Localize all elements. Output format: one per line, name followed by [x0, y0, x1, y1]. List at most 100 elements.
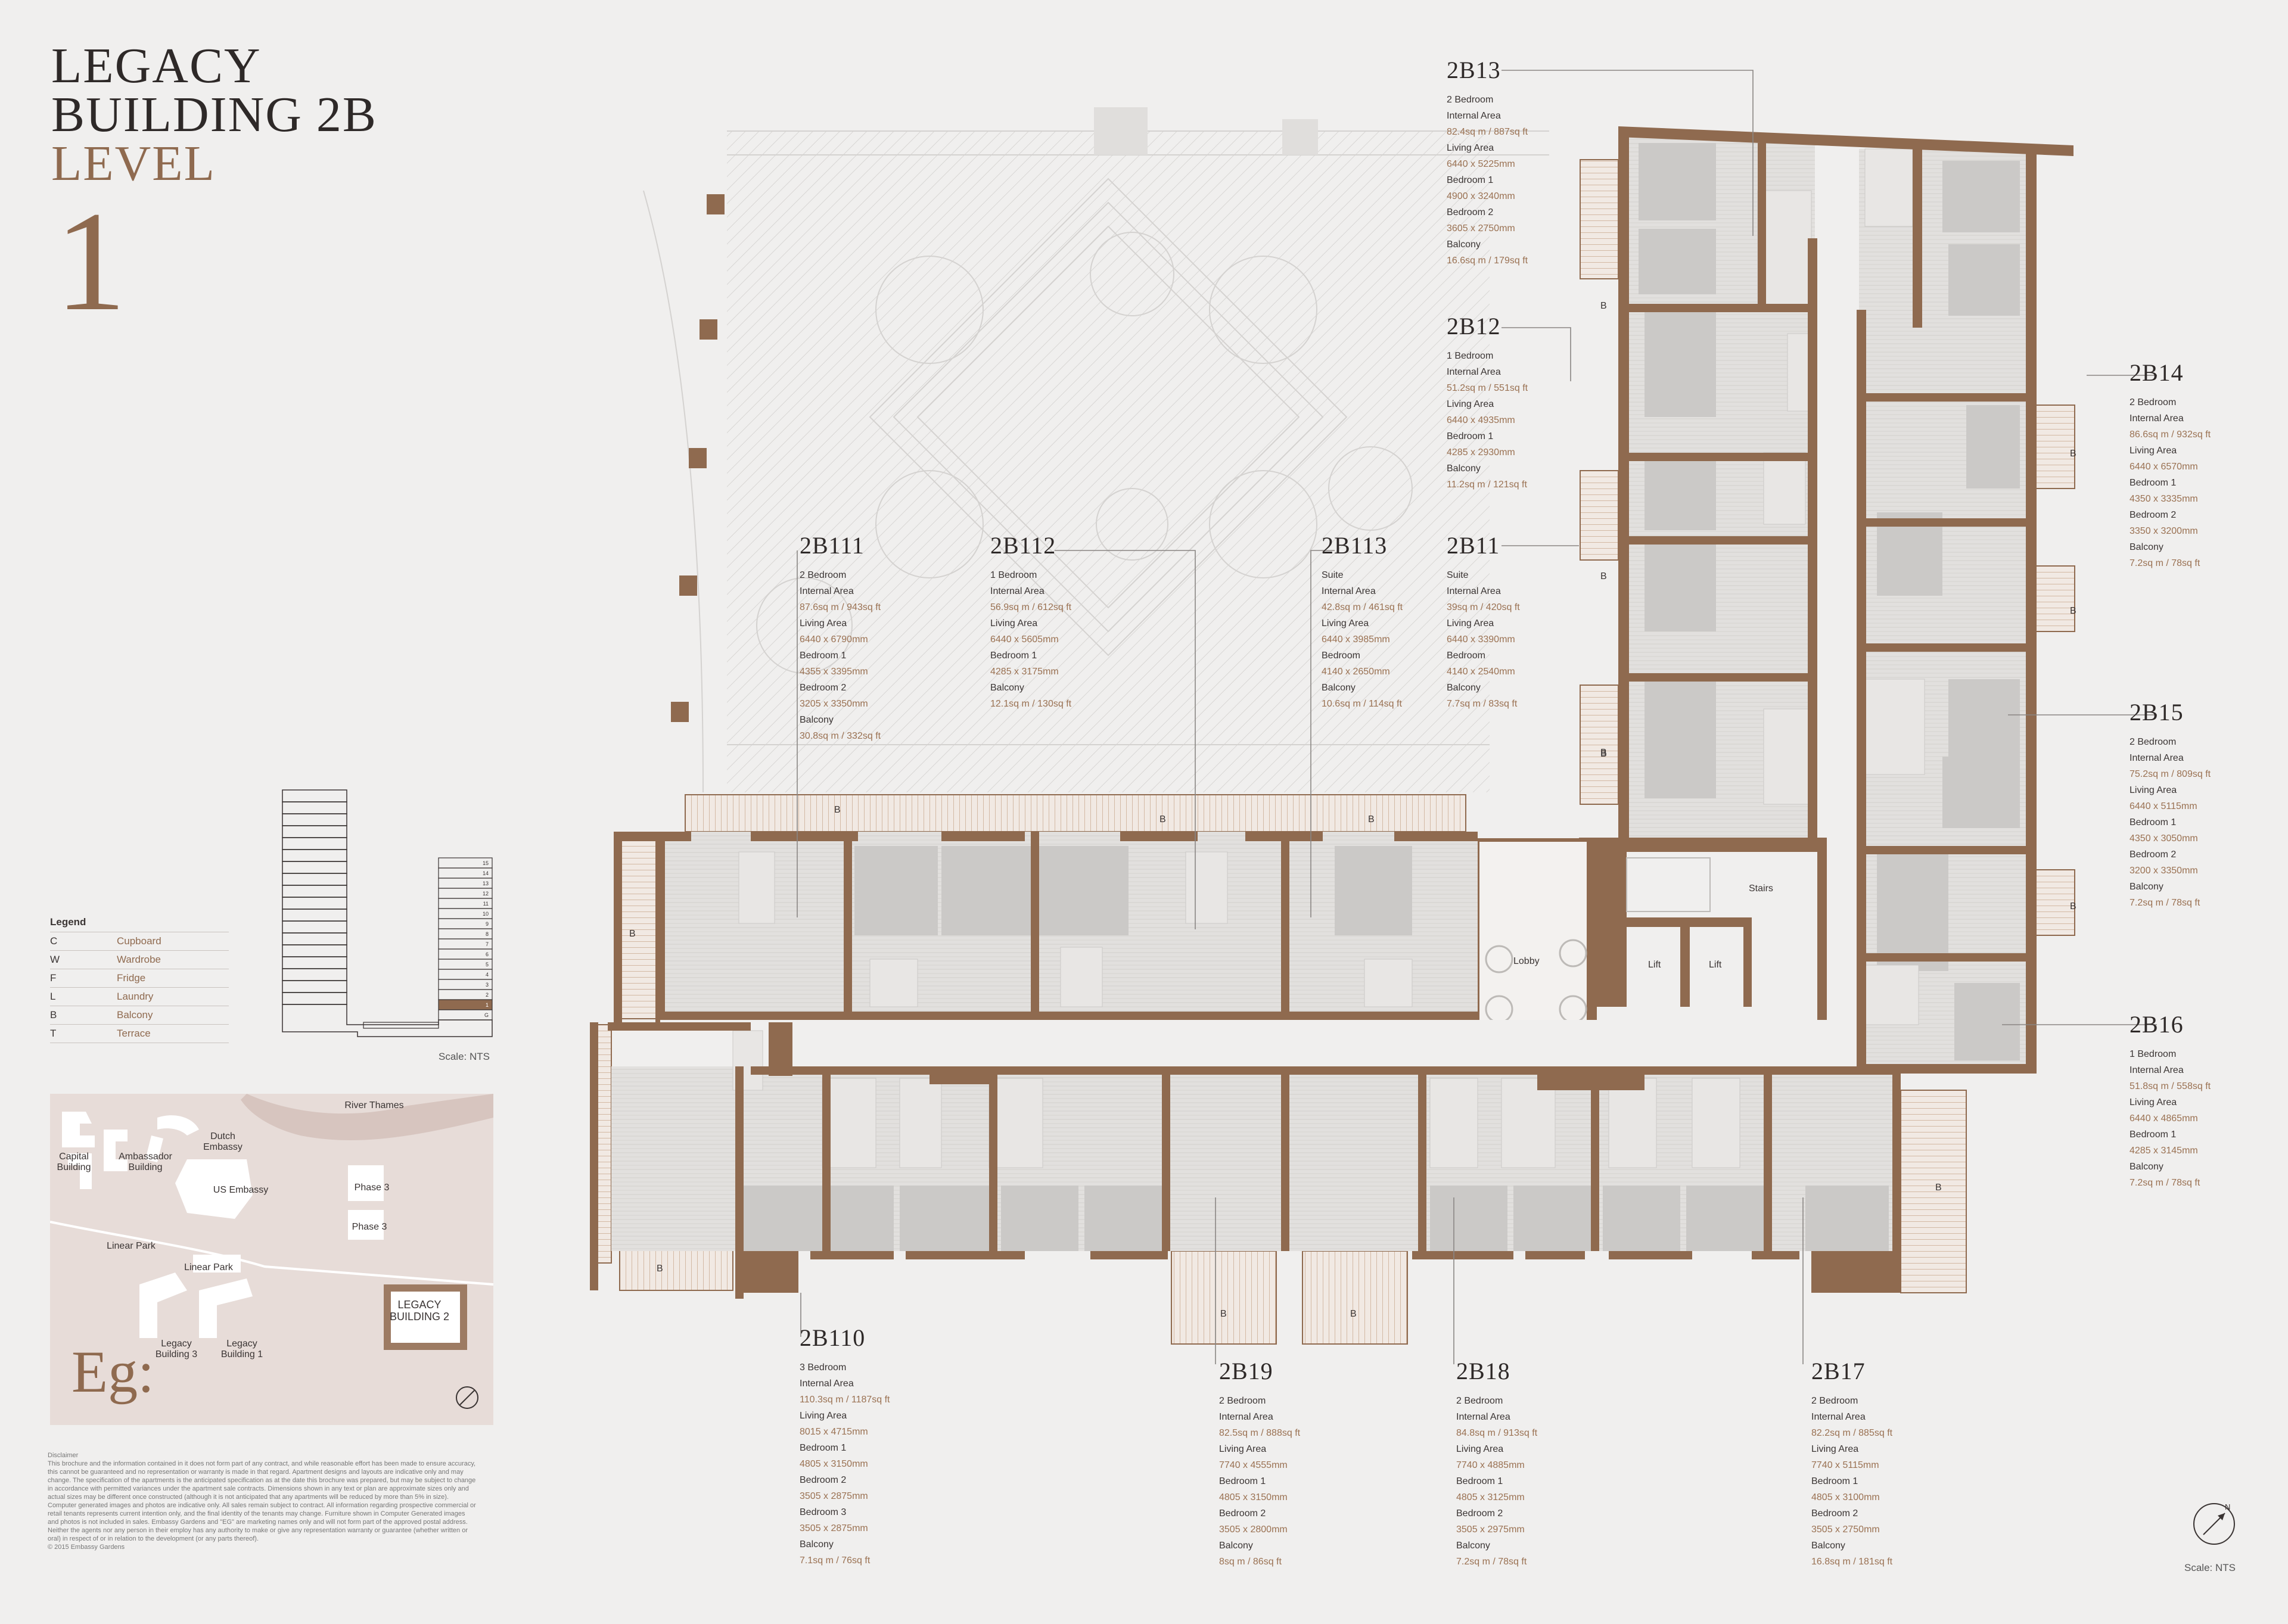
balcony-marker: B	[2070, 606, 2076, 616]
unit-spec-label: Internal Area	[1447, 586, 1501, 596]
unit-spec-label: Living Area	[800, 1411, 847, 1421]
legacy-building-3-shape	[139, 1273, 187, 1338]
unit-spec-value: 42.8sq m / 461sq ft	[1322, 602, 1403, 612]
north-row	[614, 794, 1478, 1022]
site-compass-icon	[456, 1386, 478, 1409]
stack-floor-number: 1	[486, 1002, 489, 1008]
unit-spec-label: Living Area	[2130, 446, 2177, 456]
unit-code: 2B11	[1447, 532, 1500, 559]
unit-spec-value: 4285 x 3145mm	[2130, 1146, 2198, 1156]
phase-3-shape-1	[348, 1165, 384, 1201]
site-map-label: Phase 3	[355, 1183, 390, 1193]
unit-code: 2B15	[2130, 699, 2184, 726]
unit-spec-value: 4805 x 3150mm	[800, 1459, 868, 1469]
unit-spec-label: Balcony	[1811, 1541, 1845, 1551]
unit-spec-value: 12.1sq m / 130sq ft	[990, 699, 1072, 709]
unit-spec-value: 110.3sq m / 1187sq ft	[800, 1395, 890, 1405]
unit-spec-label: Balcony	[990, 683, 1024, 693]
legacy-building-2-inner	[391, 1292, 460, 1343]
unit-spec-label: Bedroom 2	[800, 1475, 847, 1485]
unit-type: 2 Bedroom	[1456, 1396, 1503, 1406]
unit-spec-label: Living Area	[800, 618, 847, 629]
unit-spec-label: Bedroom 1	[990, 651, 1037, 661]
unit-spec-value: 4900 x 3240mm	[1447, 191, 1515, 201]
unit-spec-label: Balcony	[1447, 239, 1481, 250]
unit-spec-label: Bedroom 1	[2130, 817, 2177, 827]
unit-spec-value: 7.1sq m / 76sq ft	[800, 1555, 871, 1566]
unit-code: 2B13	[1447, 57, 1501, 83]
balcony-marker: B	[1350, 1309, 1357, 1319]
site-buildings	[62, 1112, 384, 1338]
unit-spec-value: 6440 x 4935mm	[1447, 415, 1515, 425]
unit-type: 2 Bedroom	[2130, 737, 2177, 747]
unit-spec-label: Balcony	[2130, 542, 2163, 552]
unit-spec-value: 87.6sq m / 943sq ft	[800, 602, 881, 612]
unit-spec-label: Living Area	[990, 618, 1038, 629]
unit-type: 1 Bedroom	[2130, 1049, 2177, 1059]
stack-floor-number: 11	[483, 901, 489, 907]
unit-code: 2B112	[990, 532, 1056, 559]
balcony-marker: B	[834, 805, 841, 815]
unit-spec-value: 4140 x 2650mm	[1322, 667, 1390, 677]
unit-spec-label: Living Area	[1219, 1444, 1267, 1454]
level-number: 1	[55, 182, 126, 340]
unit-code: 2B14	[2130, 359, 2184, 386]
unit-spec-value: 3205 x 3350mm	[800, 699, 868, 709]
unit-spec-label: Bedroom 1	[1447, 431, 1494, 441]
stack-floor-number: 9	[486, 921, 489, 927]
unit-spec-value: 4805 x 3150mm	[1219, 1492, 1288, 1502]
unit-spec-value: 3505 x 2975mm	[1456, 1525, 1525, 1535]
unit-spec-value: 10.6sq m / 114sq ft	[1322, 699, 1402, 709]
unit-spec-value: 6440 x 3985mm	[1322, 634, 1390, 645]
courtyard-posts	[671, 194, 725, 722]
scale-label-2: Scale: NTS	[2184, 1562, 2236, 1573]
unit-spec-label: Bedroom 2	[2130, 510, 2177, 520]
unit-code: 2B113	[1322, 532, 1388, 559]
balcony-marker: B	[1159, 814, 1166, 825]
unit-spec-label: Bedroom 1	[1447, 175, 1494, 185]
unit-spec-label: Internal Area	[1456, 1412, 1510, 1422]
river-thames-shape	[241, 1094, 493, 1141]
unit-type: 2 Bedroom	[2130, 397, 2177, 407]
unit-spec-value: 4350 x 3335mm	[2130, 494, 2198, 504]
stairs-label: Stairs	[1749, 883, 1773, 894]
unit-spec-value: 3350 x 3200mm	[2130, 526, 2198, 536]
lift-label-2: Lift	[1709, 960, 1722, 970]
unit-spec-value: 51.8sq m / 558sq ft	[2130, 1081, 2211, 1091]
unit-spec-label: Living Area	[1811, 1444, 1859, 1454]
unit-code: 2B110	[800, 1324, 866, 1351]
unit-type: 2 Bedroom	[1447, 95, 1494, 105]
unit-code: 2B111	[800, 532, 865, 559]
legend-heading: Legend	[50, 916, 86, 928]
unit-spec-label: Internal Area	[2130, 413, 2184, 424]
unit-spec-label: Internal Area	[1322, 586, 1376, 596]
balcony-marker: B	[1220, 1309, 1227, 1319]
unit-spec-value: 7740 x 4555mm	[1219, 1460, 1288, 1470]
balcony-marker: B	[2070, 901, 2076, 911]
east-wing: Stairs Lift Lift	[1579, 126, 2075, 1100]
unit-spec-value: 86.6sq m / 932sq ft	[2130, 430, 2211, 440]
title-line-2: BUILDING 2B	[51, 87, 377, 142]
unit-spec-label: Internal Area	[1811, 1412, 1866, 1422]
unit-spec-value: 82.4sq m / 887sq ft	[1447, 127, 1528, 137]
unit-spec-value: 6440 x 5115mm	[2130, 801, 2197, 811]
page-title: LEGACY BUILDING 2B LEVEL	[51, 41, 377, 189]
stack-floor-number: 3	[486, 982, 489, 988]
unit-spec-value: 39sq m / 420sq ft	[1447, 602, 1520, 612]
unit-spec-label: Internal Area	[1447, 111, 1501, 121]
unit-spec-label: Bedroom	[1447, 651, 1485, 661]
unit-spec-value: 7740 x 5115mm	[1811, 1460, 1879, 1470]
